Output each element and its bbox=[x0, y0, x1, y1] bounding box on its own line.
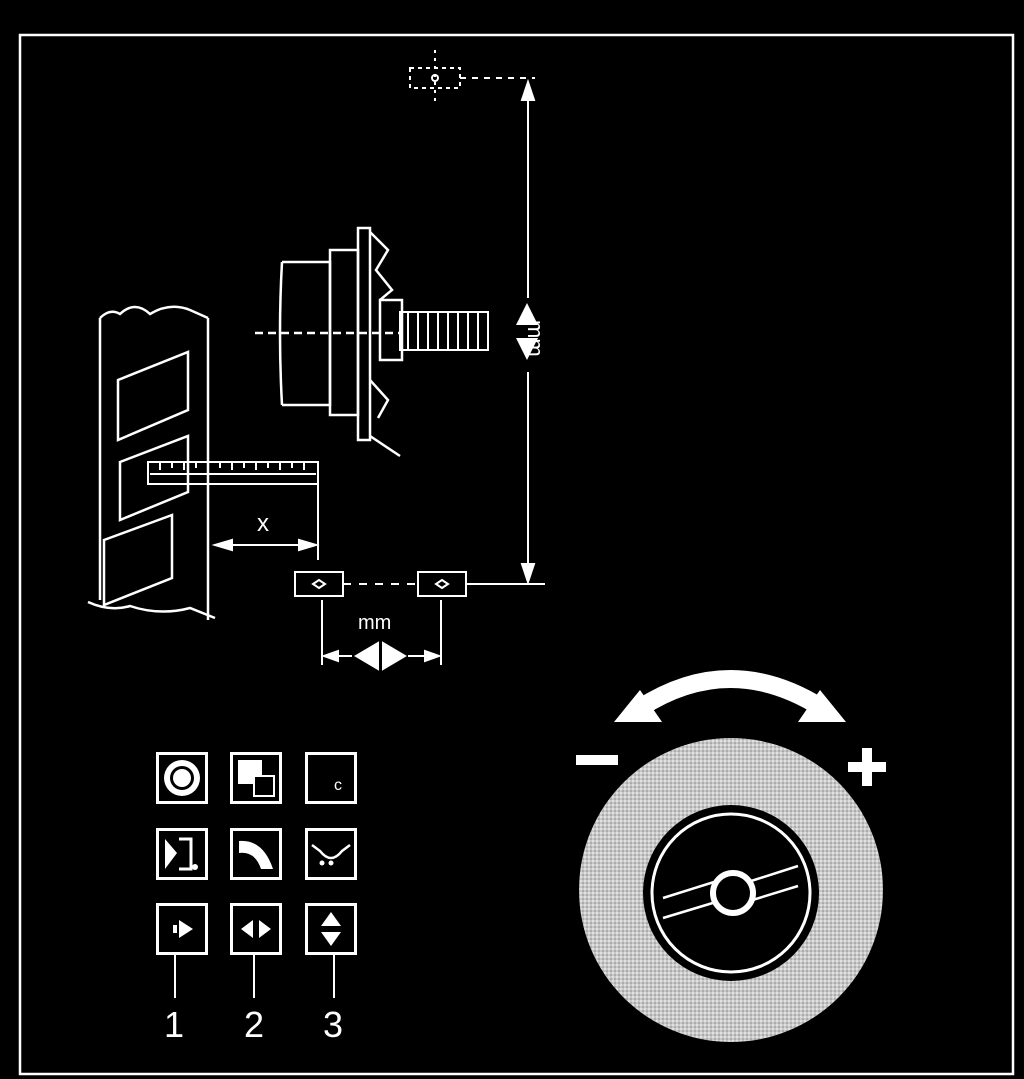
bottom-markers bbox=[294, 571, 545, 665]
mirror-note-button[interactable] bbox=[156, 828, 208, 880]
threaded-spindle bbox=[399, 311, 489, 351]
curve-button[interactable] bbox=[230, 828, 282, 880]
down-triangle bbox=[516, 338, 538, 360]
callout-lines bbox=[174, 955, 335, 998]
wheel-center-hub bbox=[710, 870, 756, 916]
square-overlay-icon bbox=[238, 760, 275, 797]
curve-icon bbox=[239, 840, 273, 869]
tire-wheel bbox=[579, 738, 883, 1042]
machine-body bbox=[87, 305, 216, 620]
wheel-path-icon bbox=[311, 844, 351, 866]
vertical-dimension-line bbox=[520, 78, 536, 586]
arrow-right-icon bbox=[173, 920, 193, 938]
dimension-x-label: x bbox=[257, 510, 269, 537]
wheel-path-button[interactable] bbox=[305, 828, 357, 880]
outer-frame bbox=[18, 33, 1015, 1076]
top-target-marker bbox=[409, 50, 535, 105]
measuring-ruler bbox=[147, 461, 319, 485]
arrow-left-right-icon bbox=[241, 920, 271, 938]
x-dimension-line bbox=[211, 484, 320, 560]
square-overlay-button[interactable] bbox=[230, 752, 282, 804]
rotation-arrowhead-right bbox=[798, 690, 846, 722]
vertical-unit-label: mm bbox=[523, 320, 548, 357]
callout-2: 2 bbox=[244, 1004, 265, 1045]
arrow-left-right-button[interactable] bbox=[230, 903, 282, 955]
mirror-note-icon bbox=[165, 837, 198, 871]
callout-3: 3 bbox=[323, 1004, 344, 1045]
plus-sign bbox=[848, 748, 886, 786]
minus-sign bbox=[576, 755, 618, 765]
wheel-hub bbox=[255, 226, 404, 458]
c-key-label: c bbox=[334, 777, 342, 794]
rim-spokes bbox=[662, 864, 799, 920]
arrow-up-down-button[interactable] bbox=[305, 903, 357, 955]
horizontal-dimension-line bbox=[321, 641, 442, 671]
arrow-right-button[interactable] bbox=[156, 903, 208, 955]
rotating-disc-button[interactable] bbox=[156, 752, 208, 804]
horizontal-unit-label: mm bbox=[358, 612, 392, 634]
rotating-disc-icon bbox=[164, 760, 200, 796]
callout-1: 1 bbox=[164, 1004, 185, 1045]
rotation-arrowhead-left bbox=[614, 690, 662, 722]
up-triangle bbox=[516, 303, 538, 325]
c-key-button[interactable]: c bbox=[305, 752, 357, 804]
arrow-up-down-icon bbox=[321, 912, 341, 946]
rotation-arrow bbox=[635, 670, 827, 716]
